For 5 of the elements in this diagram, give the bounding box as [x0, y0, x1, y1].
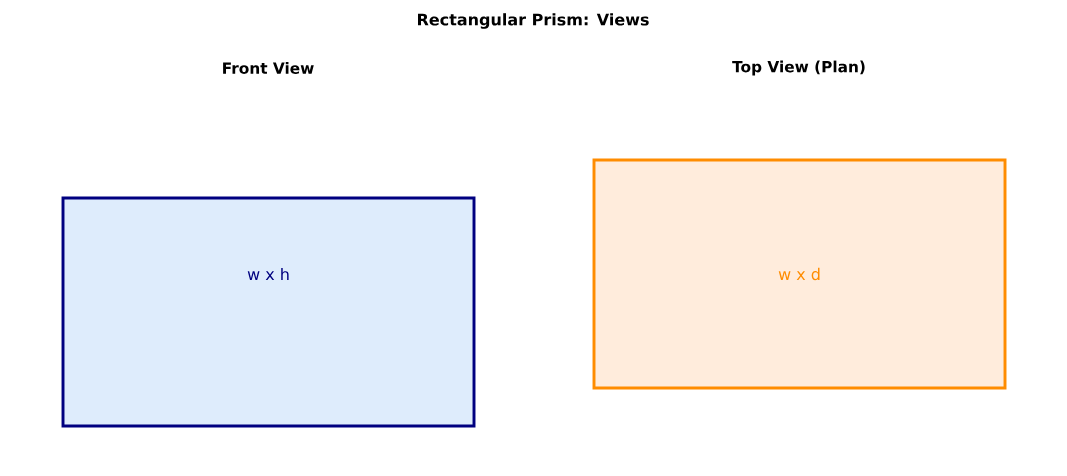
view-box: w x d — [592, 158, 1007, 390]
view-box: w x h — [61, 196, 476, 428]
view-heading: Front View — [223, 62, 314, 74]
diagram-title: Rectangular Prism: Views — [418, 13, 649, 29]
view-heading: Top View (Plan) — [732, 60, 865, 76]
